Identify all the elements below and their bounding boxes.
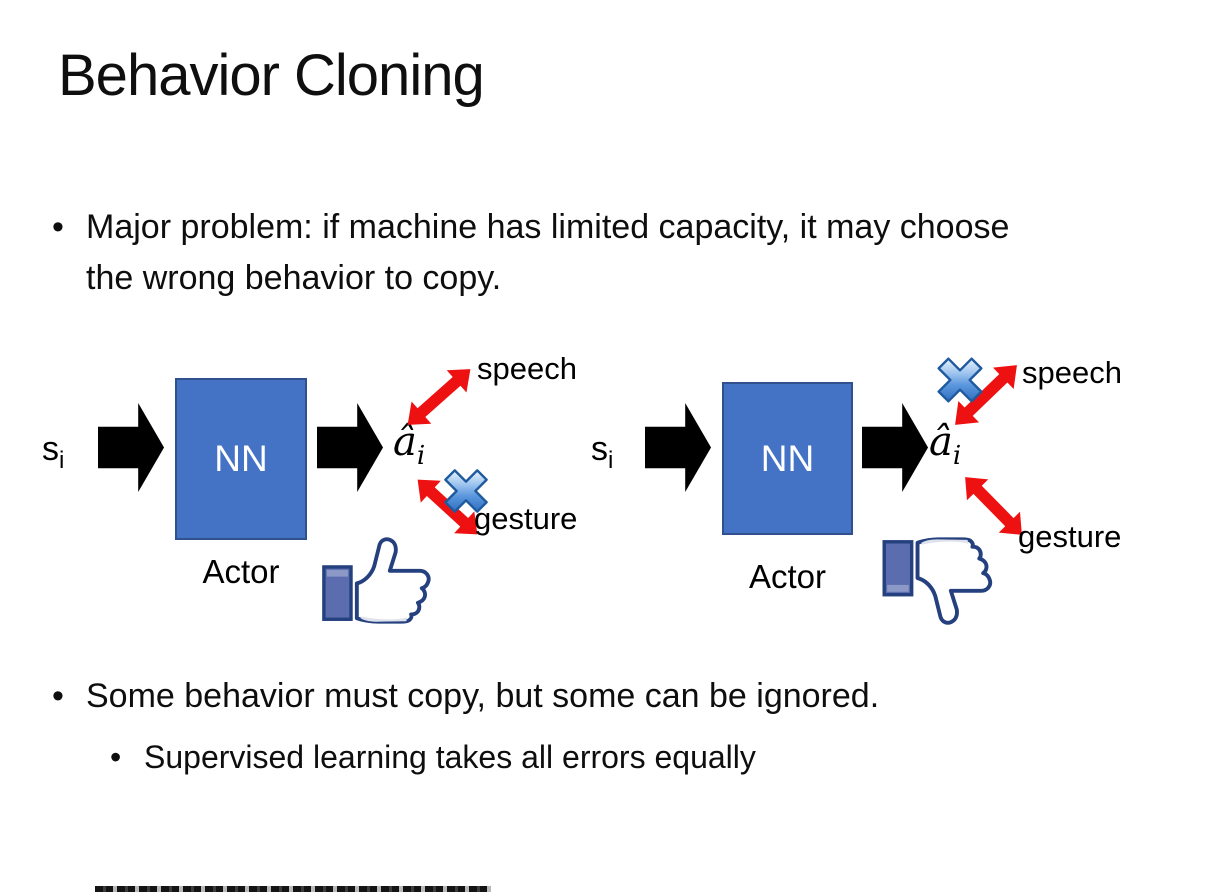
bullet-marker: • bbox=[52, 677, 64, 715]
black-block-arrow-icon bbox=[645, 400, 712, 495]
input-state-label: si bbox=[42, 430, 65, 474]
bullet-marker: • bbox=[110, 739, 122, 775]
actor-label: Actor bbox=[202, 553, 280, 590]
predicted-action-label: âi bbox=[929, 419, 962, 471]
bullet-major-problem: • Major problem: if machine has limited … bbox=[52, 202, 1062, 304]
black-block-arrow-icon bbox=[317, 400, 384, 495]
black-block-arrow-icon bbox=[98, 400, 165, 495]
red-double-arrow-icon bbox=[396, 356, 481, 437]
bullet-marker: • bbox=[52, 208, 64, 246]
bullet-supervised-learning: • Supervised learning takes all errors e… bbox=[110, 735, 1110, 780]
bullet-text: Major problem: if machine has limited ca… bbox=[86, 208, 1010, 297]
thumbs-up-icon bbox=[320, 532, 446, 629]
bullet-text: Supervised learning takes all errors equ… bbox=[144, 739, 756, 775]
red-double-arrow-icon bbox=[943, 353, 1028, 437]
red-double-arrow-icon bbox=[406, 467, 489, 547]
page-title: Behavior Cloning bbox=[58, 43, 485, 108]
red-double-arrow-icon bbox=[953, 465, 1034, 547]
input-state-label: si bbox=[591, 430, 614, 474]
bullet-text: Some behavior must copy, but some can be… bbox=[86, 677, 880, 715]
cropped-text-edge bbox=[95, 886, 491, 892]
gesture-label: gesture bbox=[474, 501, 578, 536]
black-block-arrow-icon bbox=[862, 400, 929, 495]
thumbs-down-icon bbox=[880, 532, 1008, 630]
bullet-some-behavior: • Some behavior must copy, but some can … bbox=[52, 672, 1152, 721]
blue-x-icon bbox=[929, 349, 991, 411]
nn-label: NN bbox=[760, 437, 815, 479]
predicted-action-label: âi bbox=[393, 419, 426, 471]
speech-label: speech bbox=[1022, 355, 1122, 390]
speech-label: speech bbox=[477, 351, 577, 386]
nn-box: NN bbox=[722, 382, 853, 535]
actor-label: Actor bbox=[748, 558, 827, 595]
nn-label: NN bbox=[214, 438, 268, 479]
nn-box: NN bbox=[175, 378, 307, 540]
gesture-label: gesture bbox=[1018, 519, 1122, 554]
blue-x-icon bbox=[436, 461, 496, 521]
